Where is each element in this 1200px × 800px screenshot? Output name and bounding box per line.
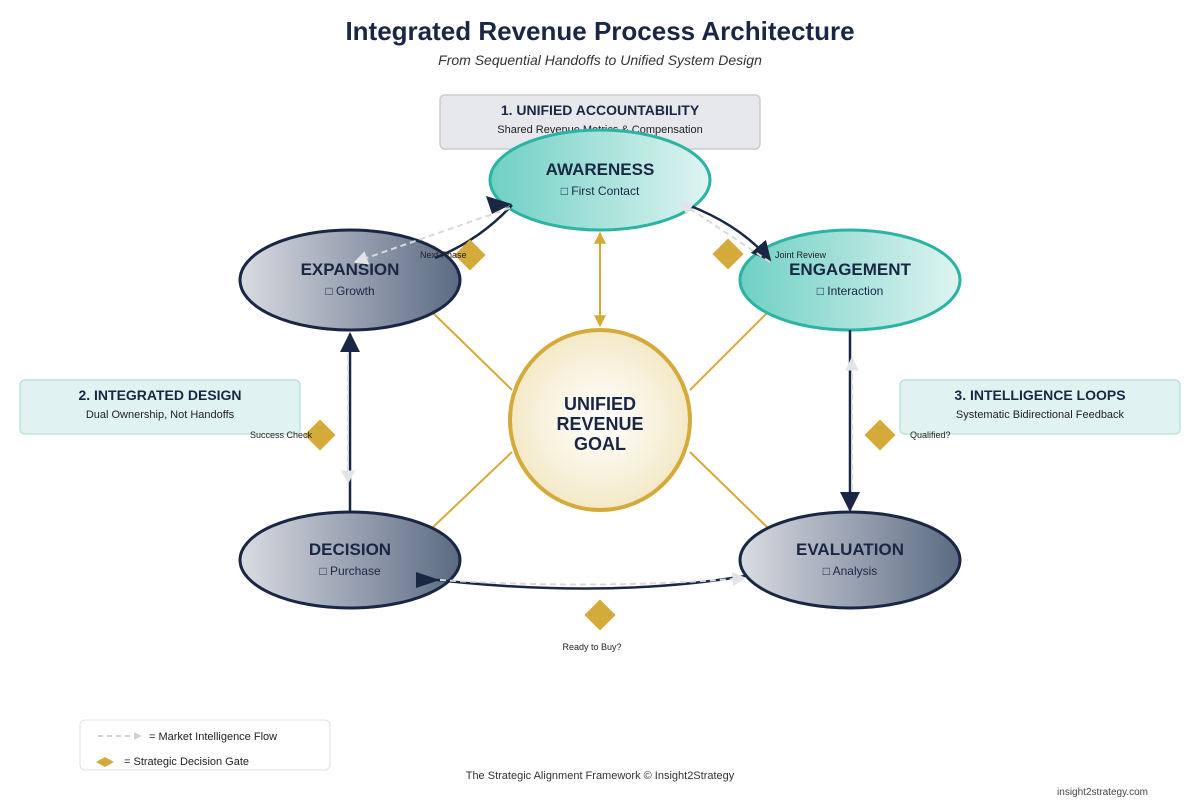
page-subtitle: From Sequential Handoffs to Unified Syst… <box>438 52 762 68</box>
stage-label: ENGAGEMENT <box>789 260 911 279</box>
gate-diamond <box>454 239 486 271</box>
stage-label: EVALUATION <box>796 540 904 559</box>
gate-label: Qualified? <box>910 430 951 440</box>
center-line-2: REVENUE <box>556 414 643 434</box>
spoke-decision <box>429 451 513 531</box>
gate-next-phase: Next Phase <box>420 239 486 271</box>
flows <box>340 196 860 590</box>
legend: = Market Intelligence Flow = Strategic D… <box>79 719 331 771</box>
legend-arrow-icon <box>134 732 142 740</box>
spoke-expansion <box>429 309 513 391</box>
center-goal: UNIFIED REVENUE GOAL <box>508 328 692 512</box>
gate-ready-to-buy: Ready to Buy? <box>562 599 622 652</box>
intel-awareness-expansion <box>353 207 511 265</box>
spokes <box>429 231 771 531</box>
gates: Joint Review Qualified? Ready to Buy? Su… <box>250 238 951 652</box>
gate-success-check: Success Check <box>250 419 336 451</box>
intel-engagement-awareness <box>678 201 771 263</box>
stage-label: DECISION <box>309 540 391 559</box>
legend-gate-swatch <box>96 757 114 767</box>
stage-awareness: AWARENESS □ First Contact <box>488 128 712 232</box>
flow-evaluation-decision <box>419 574 746 590</box>
footer-credit: insight2strategy.com <box>1057 787 1148 798</box>
gate-qualified: Qualified? <box>864 419 951 451</box>
principle-box <box>19 379 301 435</box>
center-line-3: GOAL <box>574 434 626 454</box>
spoke-evaluation <box>689 451 771 531</box>
intel-decision-evaluation <box>439 572 747 587</box>
stage-ellipse <box>738 510 962 610</box>
center-line-1: UNIFIED <box>564 394 636 414</box>
stage-sub: □ Interaction <box>817 284 884 298</box>
gate-diamond <box>304 419 336 451</box>
stage-label: AWARENESS <box>546 160 655 179</box>
stage-ellipse <box>238 228 462 332</box>
stage-sub: □ Purchase <box>319 564 381 578</box>
principle-subtitle: Dual Ownership, Not Handoffs <box>86 409 235 421</box>
spoke-engagement <box>689 309 771 391</box>
principle-title: 1. UNIFIED ACCOUNTABILITY <box>501 102 700 118</box>
stage-evaluation: EVALUATION □ Analysis <box>738 510 962 610</box>
stage-sub: □ Growth <box>325 284 374 298</box>
gate-diamond <box>584 599 616 631</box>
legend-box <box>79 719 331 771</box>
gate-label: Joint Review <box>775 250 827 260</box>
legend-gate-label: = Strategic Decision Gate <box>124 756 249 768</box>
flow-awareness-engagement <box>687 203 772 262</box>
stage-engagement: ENGAGEMENT □ Interaction <box>738 228 962 332</box>
flow-arrowhead <box>486 196 512 214</box>
stage-sub: □ First Contact <box>561 184 640 198</box>
gate-label: Success Check <box>250 430 313 440</box>
gate-diamond <box>864 419 896 451</box>
gate-diamond <box>712 238 744 270</box>
flow-arrowhead <box>416 572 440 588</box>
principle-title: 2. INTEGRATED DESIGN <box>78 387 241 403</box>
principle-title: 3. INTELLIGENCE LOOPS <box>954 387 1125 403</box>
stage-ellipse <box>488 128 712 232</box>
legend-intel-flow-label: = Market Intelligence Flow <box>149 731 277 743</box>
principle-subtitle: Systematic Bidirectional Feedback <box>956 409 1125 421</box>
center-circle <box>508 328 692 512</box>
stage-decision: DECISION □ Purchase <box>238 510 462 610</box>
page-title: Integrated Revenue Process Architecture <box>345 16 854 46</box>
principle-integrated-design: 2. INTEGRATED DESIGN Dual Ownership, Not… <box>19 379 301 435</box>
stage-label: EXPANSION <box>301 260 400 279</box>
gate-label: Ready to Buy? <box>562 642 621 652</box>
stage-expansion: EXPANSION □ Growth <box>238 228 462 332</box>
flow-expansion-awareness <box>434 204 513 260</box>
principle-intelligence-loops: 3. INTELLIGENCE LOOPS Systematic Bidirec… <box>899 379 1181 435</box>
footer-text: The Strategic Alignment Framework © Insi… <box>466 770 735 782</box>
stage-ellipse <box>238 510 462 610</box>
stage-sub: □ Analysis <box>823 564 878 578</box>
principle-box <box>899 379 1181 435</box>
gate-label: Next Phase <box>420 250 467 260</box>
stage-ellipse <box>738 228 962 332</box>
